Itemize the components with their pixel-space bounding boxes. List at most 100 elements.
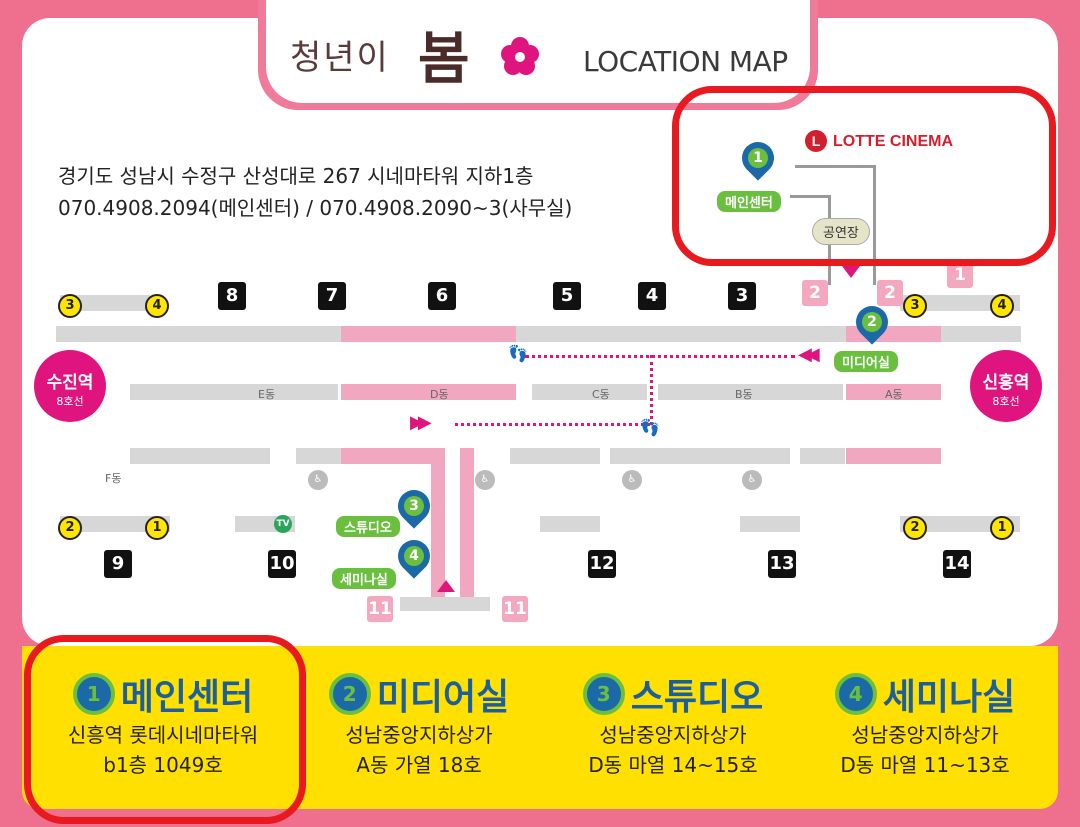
zone-label: E동 <box>258 388 276 401</box>
highlight-main-center <box>24 635 306 824</box>
logo-text: 청년이 <box>290 38 390 78</box>
restroom-icon: ♿ <box>742 470 762 490</box>
cinema-corridor-right <box>873 165 876 285</box>
footprints-icon: 👣 <box>640 418 660 437</box>
gate-9: 9 <box>104 550 132 578</box>
cinema-corridor-top <box>795 165 875 168</box>
gate-8: 8 <box>218 282 246 310</box>
corridor-vertical-pink <box>431 448 445 598</box>
gate-13: 13 <box>768 550 796 578</box>
station-name: 수진역 <box>46 373 94 393</box>
gate-6: 6 <box>428 282 456 310</box>
legend-panel <box>22 646 1058 809</box>
route-dots-bottom <box>455 423 650 426</box>
corridor-top-right <box>516 326 846 342</box>
legend-number: 2 <box>328 673 371 715</box>
exit-marker: 1 <box>145 516 169 540</box>
legend-number: 4 <box>834 673 877 715</box>
pin-label-main-center: 메인센터 <box>715 189 783 214</box>
cinema-corridor-mid <box>790 195 830 198</box>
route-arrow-right-icon: ▶▶ <box>410 412 432 433</box>
corridor-exit-12 <box>540 516 600 532</box>
lotte-mark-icon: L <box>805 130 827 152</box>
exit-marker: 3 <box>58 294 82 318</box>
gate-14: 14 <box>943 550 971 578</box>
zone-e-band <box>130 384 338 400</box>
highlight-lotte-cinema <box>672 86 1056 266</box>
gate-2-pink: 2 <box>802 280 828 306</box>
zone-label: D동 <box>430 388 449 401</box>
corridor-lower-1 <box>130 448 270 464</box>
station-line: 8호선 <box>56 395 84 408</box>
route-dots-top <box>525 355 795 358</box>
gate-5: 5 <box>553 282 581 310</box>
exit-marker: 4 <box>990 294 1014 318</box>
zone-b-band <box>658 384 843 400</box>
legend-title: 세미나실 <box>882 677 1016 718</box>
gate-10: 10 <box>268 550 296 578</box>
corridor-top-mid-pink <box>341 326 516 342</box>
route-dots-vertical <box>650 355 653 425</box>
station-sujin: 수진역 8호선 <box>34 350 106 422</box>
flower-icon <box>500 36 540 76</box>
down-arrow-icon <box>842 266 860 278</box>
corridor-lower-d <box>341 448 441 464</box>
exit-marker: 1 <box>990 516 1014 540</box>
footprints-icon: 👣 <box>508 344 528 363</box>
legend-line: 성남중앙지하상가 <box>851 723 999 747</box>
route-arrow-left-icon: ◀◀ <box>798 344 820 365</box>
zone-label: B동 <box>735 388 753 401</box>
zone-label: F동 <box>105 472 122 485</box>
corridor-lower-a <box>846 448 941 464</box>
station-sinheung: 신흥역 8호선 <box>970 350 1042 422</box>
legend-number: 1 <box>72 673 115 715</box>
corridor-exit-11 <box>400 597 490 611</box>
pin-label-studio: 스튜디오 <box>334 514 402 539</box>
legend-number: 3 <box>582 673 625 715</box>
zone-c-band <box>532 384 647 400</box>
zone-label: A동 <box>885 388 903 401</box>
location-map-title: LOCATION MAP <box>583 45 788 78</box>
corridor-lower-3 <box>510 448 600 464</box>
corridor-lower-4 <box>610 448 790 464</box>
exit-marker: 4 <box>145 294 169 318</box>
corridor-exit-13 <box>740 516 800 532</box>
lotte-cinema-name: LOTTE CINEMA <box>833 133 953 150</box>
legend-title: 미디어실 <box>376 677 510 718</box>
lotte-cinema-logo: L LOTTE CINEMA <box>805 130 953 152</box>
gate-11-pink: 11 <box>367 596 393 622</box>
gate-12: 12 <box>588 550 616 578</box>
restroom-icon: ♿ <box>308 470 328 490</box>
station-name: 신흥역 <box>982 373 1030 393</box>
venue-label: 공연장 <box>812 218 870 245</box>
corridor-top-left <box>56 326 341 342</box>
gate-11-pink: 11 <box>502 596 528 622</box>
zone-d-band <box>341 384 516 400</box>
logo-big-text: 봄 <box>418 27 470 92</box>
gate-1-pink: 1 <box>947 262 973 288</box>
legend-title: 메인센터 <box>120 677 254 718</box>
legend-title: 스튜디오 <box>630 677 764 718</box>
gate-4: 4 <box>638 282 666 310</box>
legend-line: 성남중앙지하상가 <box>599 723 747 747</box>
up-arrow-icon <box>437 580 455 592</box>
zone-a-band <box>846 384 941 400</box>
tv-icon: TV <box>274 515 292 533</box>
station-line: 8호선 <box>992 395 1020 408</box>
gate-2-pink: 2 <box>877 280 903 306</box>
pin-label-seminar-room: 세미나실 <box>330 566 398 591</box>
legend-line: b1층 1049호 <box>103 753 223 777</box>
corridor-exit-west <box>60 295 150 311</box>
exit-marker: 2 <box>903 516 927 540</box>
legend-line: 신흥역 롯데시네마타워 <box>67 723 259 747</box>
exit-marker: 3 <box>903 294 927 318</box>
gate-7: 7 <box>318 282 346 310</box>
address-block: 경기도 성남시 수정구 산성대로 267 시네마타워 지하1층 070.4908… <box>58 160 572 224</box>
restroom-icon: ♿ <box>475 470 495 490</box>
address-line: 경기도 성남시 수정구 산성대로 267 시네마타워 지하1층 <box>58 164 534 188</box>
corridor-top-far-right <box>941 326 1021 342</box>
